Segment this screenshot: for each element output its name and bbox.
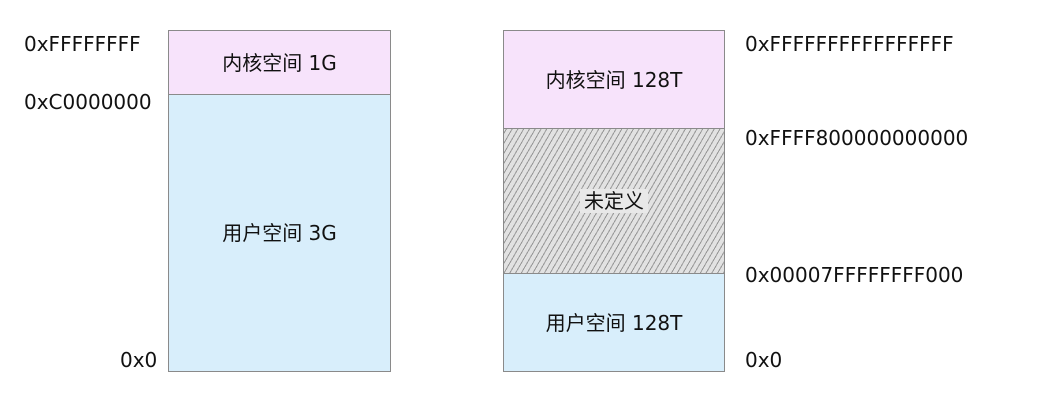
- left-address-bottom: 0x0: [120, 348, 158, 372]
- right-address-user-boundary: 0x00007FFFFFFFF000: [745, 263, 964, 287]
- right-user-space-label: 用户空间 128T: [545, 310, 683, 335]
- right-kernel-space-region: 内核空间 128T: [503, 30, 725, 129]
- left-address-top: 0xFFFFFFFF: [24, 32, 141, 56]
- left-kernel-space-region: 内核空间 1G: [168, 30, 391, 95]
- right-address-top: 0xFFFFFFFFFFFFFFFF: [745, 32, 954, 56]
- right-undefined-label: 未定义: [580, 189, 648, 213]
- right-user-space-region: 用户空间 128T: [503, 274, 725, 372]
- right-address-kernel-boundary: 0xFFFF800000000000: [745, 126, 969, 150]
- right-address-bottom: 0x0: [745, 348, 783, 372]
- right-kernel-space-label: 内核空间 128T: [545, 67, 683, 92]
- left-address-kernel-boundary: 0xC0000000: [24, 90, 152, 114]
- left-memory-column: 内核空间 1G 用户空间 3G: [168, 30, 391, 372]
- left-user-space-label: 用户空间 3G: [222, 221, 337, 245]
- right-undefined-region: 未定义: [503, 129, 725, 274]
- left-user-space-region: 用户空间 3G: [168, 95, 391, 372]
- right-memory-column: 内核空间 128T 未定义 用户空间 128T: [503, 30, 725, 372]
- left-kernel-space-label: 内核空间 1G: [222, 50, 337, 75]
